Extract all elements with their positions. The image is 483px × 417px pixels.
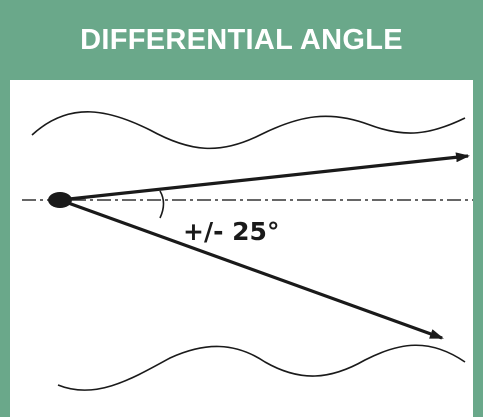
- lower-arrow: [59, 198, 444, 340]
- pivot-point: [48, 192, 72, 208]
- upper-wave-line: [31, 111, 466, 150]
- lower-wave-line: [57, 344, 466, 392]
- diagram-panel: +/- 25°: [10, 80, 473, 417]
- differential-angle-diagram: +/- 25°: [22, 111, 473, 392]
- card-title: DIFFERENTIAL ANGLE: [80, 23, 403, 56]
- angle-label: +/- 25°: [183, 217, 279, 246]
- upper-arrow: [59, 152, 470, 202]
- angle-arc: [159, 190, 165, 219]
- card-header: DIFFERENTIAL ANGLE: [0, 0, 483, 80]
